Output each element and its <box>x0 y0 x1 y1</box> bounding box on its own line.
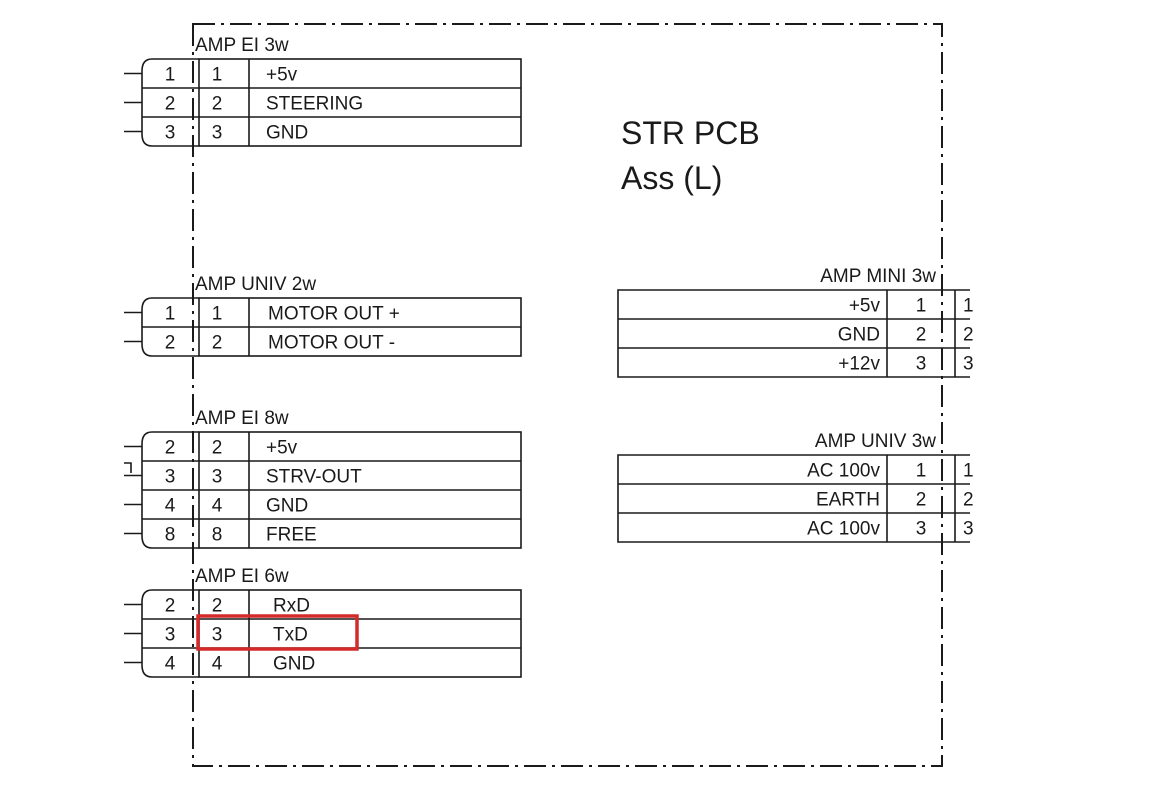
signal-name: MOTOR OUT + <box>268 304 400 325</box>
connector-left-0: AMP EI 3w 1 1 +5v 2 2 STEERING 3 3 GND <box>124 35 522 147</box>
socket-pin-number: 3 <box>916 354 927 375</box>
socket-pin-number: 3 <box>916 519 927 540</box>
socket-table <box>617 454 970 543</box>
socket-pin-number: 2 <box>916 490 927 511</box>
signal-name: GND <box>266 123 308 144</box>
signal-name: +5v <box>266 438 298 459</box>
partial-wire-mark <box>124 462 132 473</box>
socket-pin-number: 2 <box>212 438 223 459</box>
socket-pin-number: 2 <box>212 94 223 115</box>
signal-name: RxD <box>273 596 310 617</box>
connector-left-3: AMP EI 6w 2 2 RxD 3 3 TxD 4 4 GND <box>124 566 522 678</box>
socket-table <box>198 58 522 147</box>
signal-name: STRV-OUT <box>266 467 362 488</box>
plug-pin-number: 1 <box>165 65 176 86</box>
plug-pin-number: 8 <box>165 525 176 546</box>
highlight-layer <box>196 614 359 651</box>
connector-left-1: AMP UNIV 2w 1 1 MOTOR OUT + 2 2 MOTOR OUT - <box>124 274 522 357</box>
connector-left-2: AMP EI 8w 2 2 +5v 3 3 STRV-OUT 4 4 GND 8 8 FREE <box>124 408 522 549</box>
socket-table <box>617 289 970 378</box>
signal-name: AC 100v <box>807 461 880 482</box>
connector-label: AMP EI 3w <box>195 35 289 56</box>
signal-name: FREE <box>266 525 317 546</box>
plug-pin-number: 3 <box>165 625 176 646</box>
socket-pin-number: 1 <box>916 461 927 482</box>
plug-pin-number: 2 <box>963 490 974 511</box>
plug-pin-number: 2 <box>165 596 176 617</box>
signal-name: GND <box>273 654 315 675</box>
plug-pin-number: 2 <box>165 438 176 459</box>
board-title: STR PCB <box>621 115 760 151</box>
plug-pin-number: 3 <box>165 123 176 144</box>
socket-pin-number: 1 <box>212 65 223 86</box>
connector-label: AMP MINI 3w <box>820 266 936 287</box>
plug-pin-number: 1 <box>165 304 176 325</box>
connector-label: AMP UNIV 3w <box>815 431 936 452</box>
socket-pin-number: 3 <box>212 123 223 144</box>
socket-pin-number: 2 <box>212 333 223 354</box>
signal-name: GND <box>838 325 880 346</box>
socket-pin-number: 3 <box>212 625 223 646</box>
plug-pin-number: 2 <box>165 94 176 115</box>
plug-pin-number: 4 <box>165 496 176 517</box>
plug-pin-number: 2 <box>963 325 974 346</box>
plug-pin-number: 4 <box>165 654 176 675</box>
socket-pin-number: 8 <box>212 525 223 546</box>
plug-pin-number: 3 <box>165 467 176 488</box>
signal-name: +5v <box>266 65 298 86</box>
signal-name: MOTOR OUT - <box>268 333 395 354</box>
socket-pin-number: 4 <box>212 496 223 517</box>
socket-pin-number: 2 <box>212 596 223 617</box>
socket-pin-number: 1 <box>916 296 927 317</box>
signal-name: +5v <box>849 296 881 317</box>
socket-pin-number: 1 <box>212 304 223 325</box>
plug-pin-number: 2 <box>165 333 176 354</box>
pcb-outline <box>192 23 943 767</box>
socket-table <box>198 589 522 678</box>
signal-name: GND <box>266 496 308 517</box>
signal-name: +12v <box>838 354 880 375</box>
signal-name: TxD <box>273 625 308 646</box>
signal-name: EARTH <box>816 490 880 511</box>
signal-name: AC 100v <box>807 519 880 540</box>
board-subtitle: Ass (L) <box>621 160 722 196</box>
socket-pin-number: 3 <box>212 467 223 488</box>
connector-label: AMP EI 6w <box>195 566 289 587</box>
plug-pin-number: 1 <box>963 461 974 482</box>
socket-pin-number: 2 <box>916 325 927 346</box>
plug-pin-number: 1 <box>963 296 974 317</box>
connector-label: AMP EI 8w <box>195 408 289 429</box>
plug-pin-number: 3 <box>963 354 974 375</box>
plug-pin-number: 3 <box>963 519 974 540</box>
connector-label: AMP UNIV 2w <box>195 274 316 295</box>
highlight-box <box>196 614 359 651</box>
signal-name: STEERING <box>266 94 363 115</box>
socket-pin-number: 4 <box>212 654 223 675</box>
